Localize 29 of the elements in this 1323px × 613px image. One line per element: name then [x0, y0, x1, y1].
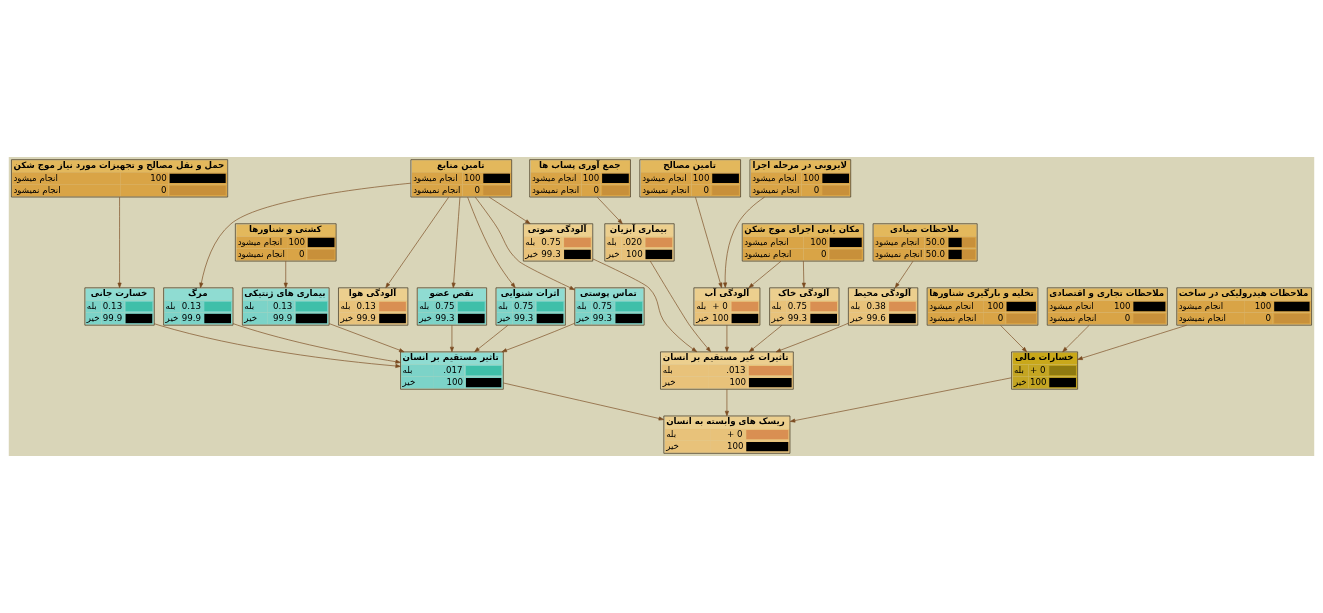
arrow: [474, 324, 509, 353]
arrow: [1000, 324, 1027, 353]
arrow: [328, 323, 405, 353]
arrow: [117, 196, 122, 289]
arrow: [199, 182, 412, 289]
arrow: [775, 322, 849, 353]
arrow: [501, 322, 576, 353]
arrow: [467, 196, 516, 288]
arrow: [503, 382, 664, 421]
arrow: [723, 196, 765, 288]
arrow: [488, 196, 531, 224]
arrow: [695, 196, 723, 289]
arrow: [789, 377, 1012, 423]
arrow: [748, 260, 782, 289]
arrow: [449, 324, 454, 353]
arrow: [596, 196, 623, 224]
arrow: [801, 260, 806, 289]
arrow: [283, 260, 288, 289]
arrow: [1077, 324, 1188, 360]
arrow: [894, 260, 914, 289]
arrow: [451, 196, 461, 289]
arrow: [1062, 324, 1090, 353]
arrow: [474, 196, 575, 291]
arrow: [724, 324, 729, 353]
arrow: [154, 323, 401, 368]
arrow: [232, 323, 401, 364]
arrow: [385, 196, 449, 289]
arrow: [748, 324, 783, 353]
arrow: [724, 389, 729, 417]
